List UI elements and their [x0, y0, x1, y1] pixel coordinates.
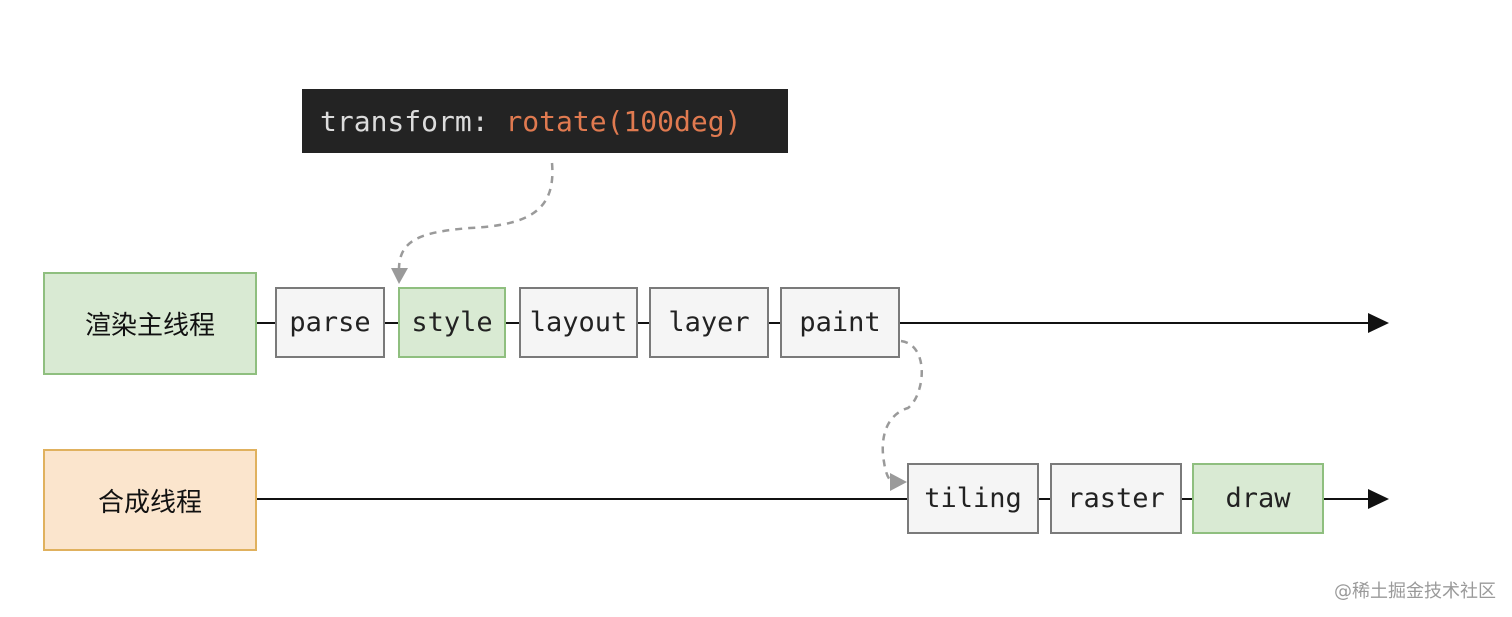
- step-tiling: tiling: [907, 463, 1039, 534]
- code-to-style-dashed-arrow: [397, 162, 554, 269]
- step-raster-label: raster: [1067, 483, 1165, 514]
- step-paint: paint: [780, 287, 900, 358]
- main-thread-box: 渲染主线程: [43, 272, 257, 375]
- step-layout: layout: [519, 287, 638, 358]
- step-tiling-label: tiling: [924, 483, 1022, 514]
- main-thread-label: 渲染主线程: [84, 311, 215, 341]
- css-value-text: rotate(100deg): [505, 104, 742, 138]
- paint-to-tiling-dashed-arrow: [881, 339, 923, 484]
- step-paint-label: paint: [799, 307, 881, 338]
- watermark-text: @稀土掘金技术社区: [1334, 581, 1496, 602]
- step-parse-label: parse: [289, 307, 371, 338]
- step-parse: parse: [275, 287, 385, 358]
- paint-to-tiling-arrowhead: [890, 473, 907, 491]
- step-layer-label: layer: [668, 307, 750, 338]
- css-property-text: transform:: [320, 104, 506, 138]
- step-layer: layer: [649, 287, 769, 358]
- code-to-style-arrowhead: [391, 268, 408, 284]
- step-layout-label: layout: [529, 307, 628, 338]
- compositor-thread-arrowhead: [1368, 489, 1389, 509]
- step-style-label: style: [411, 307, 493, 338]
- step-style: style: [398, 287, 506, 358]
- main-thread-arrowhead: [1368, 313, 1389, 333]
- css-code-snippet: transform: rotate(100deg): [302, 89, 788, 153]
- compositor-thread-label: 合成线程: [97, 487, 202, 518]
- step-draw: draw: [1192, 463, 1324, 534]
- step-raster: raster: [1050, 463, 1182, 534]
- step-draw-label: draw: [1225, 483, 1291, 514]
- compositor-thread-box: 合成线程: [43, 449, 257, 551]
